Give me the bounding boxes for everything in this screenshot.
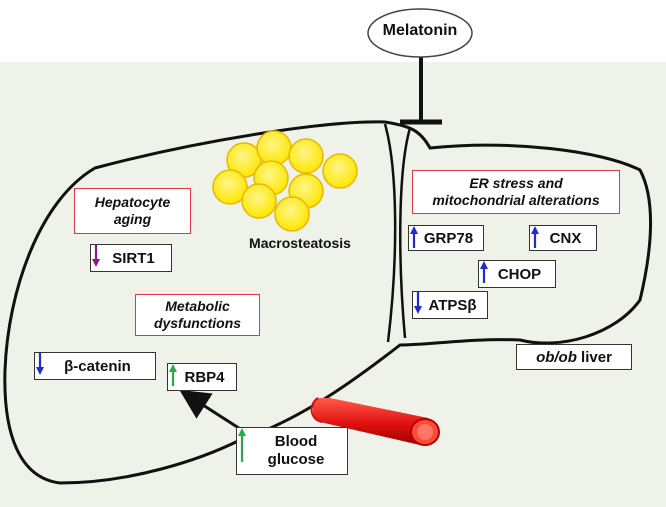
cnx-marker: CNX xyxy=(529,225,597,251)
blood-vessel xyxy=(310,397,440,446)
chop-label: CHOP xyxy=(497,265,542,283)
blood-glucose-line1: Blood xyxy=(274,433,318,450)
chop-marker: CHOP xyxy=(478,260,556,288)
beta-catenin-label: β-catenin xyxy=(64,357,131,375)
metabolic-line2: dysfunctions xyxy=(153,315,242,331)
beta-catenin-marker: β-catenin xyxy=(34,352,156,380)
ob-ob-liver-label: ob/ob liver xyxy=(516,344,632,370)
model-prefix: ob/ob xyxy=(536,348,577,366)
grp78-label: GRP78 xyxy=(423,229,474,247)
blood-glucose-box: Blood glucose xyxy=(236,427,348,475)
model-suffix: liver xyxy=(576,348,612,366)
metabolic-dysfunctions-box: Metabolic dysfunctions xyxy=(135,294,260,336)
hepatocyte-aging-line1: Hepatocyte xyxy=(94,194,171,210)
fat-droplet xyxy=(288,138,324,174)
fat-droplet xyxy=(322,153,358,189)
atps-beta-label: ATPSβ xyxy=(428,296,477,314)
fat-droplet xyxy=(256,130,292,166)
liver-division-line xyxy=(383,123,397,343)
blood-glucose-text: Blood glucose xyxy=(268,433,325,469)
rbp4-label: RBP4 xyxy=(184,368,225,386)
cnx-label: CNX xyxy=(549,229,582,247)
grp78-marker: GRP78 xyxy=(408,225,484,251)
liver-division-line xyxy=(399,127,412,339)
glucose-to-rbp4-arrow xyxy=(179,389,246,434)
fat-droplet xyxy=(241,183,277,219)
fat-droplet xyxy=(212,169,248,205)
hepatocyte-aging-line2: aging xyxy=(113,211,152,227)
melatonin-label: Melatonin xyxy=(382,22,458,39)
rbp4-marker: RBP4 xyxy=(167,363,237,391)
hepatocyte-aging-box: Hepatocyte aging xyxy=(74,188,191,234)
er-stress-line1: ER stress and xyxy=(469,175,563,191)
metabolic-line1: Metabolic xyxy=(165,298,230,314)
er-stress-box: ER stress and mitochondrial alterations xyxy=(412,170,620,214)
macrosteatosis-label: Macrosteatosis xyxy=(249,235,351,251)
blood-glucose-line2: glucose xyxy=(267,451,325,468)
atps-beta-marker: ATPSβ xyxy=(412,291,488,319)
fat-droplet xyxy=(274,196,310,232)
fat-droplets xyxy=(212,130,358,232)
sirt1-label: SIRT1 xyxy=(112,249,155,267)
melatonin-ellipse xyxy=(367,8,473,58)
er-stress-line2: mitochondrial alterations xyxy=(432,192,600,208)
sirt1-marker: SIRT1 xyxy=(90,244,172,272)
